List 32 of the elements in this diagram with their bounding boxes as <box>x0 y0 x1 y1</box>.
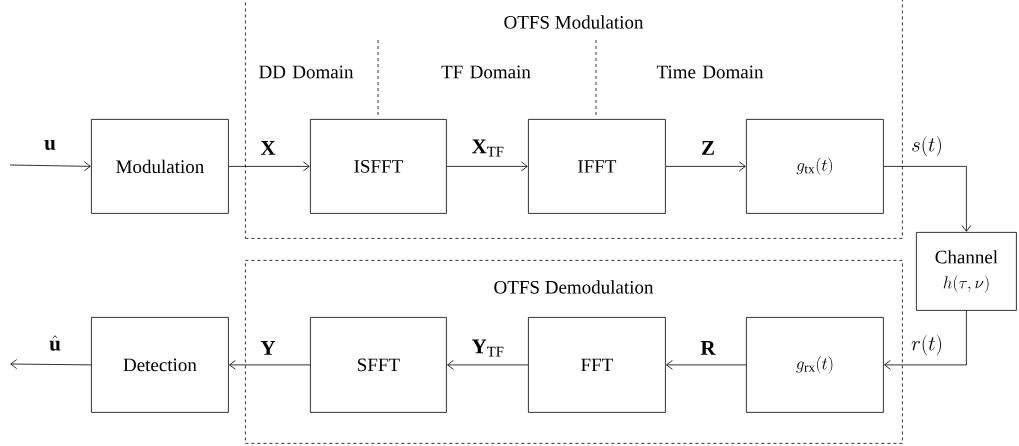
process-box: $g_{\mathrm{rx}}(t)$ <box>746 317 884 413</box>
edge-label: $\mathbf{Y}_{\mathrm{TF}}$ <box>470 338 506 358</box>
domain-label: TF Domain <box>441 65 531 79</box>
arrow <box>665 161 746 172</box>
arrow <box>10 359 92 369</box>
edge-label: $\mathbf{R}$ <box>699 340 717 356</box>
edge-label: $\mathbf{X}$ <box>259 140 277 156</box>
edge-label: $r(t)$ <box>910 333 944 357</box>
edge-label: $\mathbf{Y}$ <box>259 340 277 356</box>
process-box: $g_{\mathrm{tx}}(t)$ <box>746 119 884 214</box>
arrow <box>666 360 747 370</box>
edge-label: $\mathbf{u}$ <box>43 139 57 151</box>
process-box: Detection <box>91 317 229 413</box>
arrow <box>883 166 972 232</box>
edge-label: $\hat{\mathbf{u}}$ <box>48 334 62 352</box>
process-box: SFFT <box>310 317 447 413</box>
arrow <box>447 360 529 370</box>
process-box: ISFFT <box>310 119 447 214</box>
process-box: FFT <box>528 317 666 413</box>
domain-label: Time Domain <box>656 65 764 79</box>
edge-label: $\mathbf{Z}$ <box>700 140 716 156</box>
process-box: IFFT <box>528 119 666 214</box>
process-box: Channel $h(\tau,\nu)$ <box>916 232 1017 311</box>
arrow <box>446 161 528 172</box>
edge-label: $s(t)$ <box>910 134 944 158</box>
arrow <box>228 161 310 172</box>
arrow <box>884 310 967 370</box>
arrow <box>229 360 311 370</box>
edge-label: $\mathbf{X}_{\mathrm{TF}}$ <box>470 138 506 158</box>
domain-label: DD Domain <box>259 65 354 79</box>
arrow <box>9 161 91 172</box>
process-box: Modulation <box>91 119 229 214</box>
